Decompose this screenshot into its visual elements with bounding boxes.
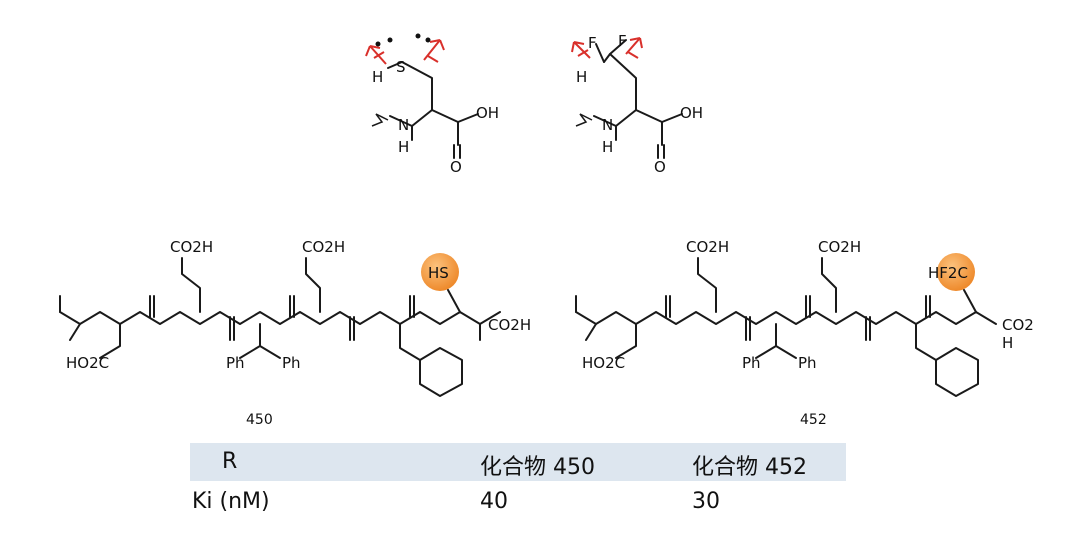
- atom-h: H: [576, 68, 587, 86]
- atom-oh: OH: [680, 104, 703, 122]
- table-header-450: 化合物 450: [480, 455, 595, 480]
- acid-bottom: HO2C: [582, 354, 625, 372]
- acid-top-2: CO2H: [818, 238, 861, 256]
- table-cell-450: 40: [480, 489, 508, 514]
- acid-bottom: HO2C: [66, 354, 109, 372]
- peptide-450: CO2H CO2H HO2C Ph Ph HS CO2H 450: [59, 238, 531, 428]
- terminal-h: H: [1002, 334, 1013, 352]
- highlight-ball: [937, 253, 975, 291]
- aryl-2: Ph: [282, 354, 301, 372]
- atom-f2: F: [618, 32, 627, 50]
- table-header-band: [190, 443, 846, 481]
- highlight-label: HF2C: [928, 264, 968, 282]
- highlight-ball: [421, 253, 459, 291]
- table-header-452: 化合物 452: [692, 455, 807, 480]
- atom-n: N: [602, 116, 613, 134]
- acid-top-1: CO2H: [686, 238, 729, 256]
- terminal-group: CO2H: [488, 316, 531, 334]
- table-row-label: Ki (nM): [192, 489, 270, 514]
- table-header-r: R: [222, 449, 238, 474]
- peptide-452: CO2H CO2H HO2C Ph Ph HF2C CO2 H 452: [575, 238, 1034, 428]
- atom-s: S: [396, 58, 406, 76]
- top-right-structure: F F H N H OH O: [571, 32, 703, 176]
- atom-nh: H: [398, 138, 409, 156]
- compound-label-452: 452: [800, 412, 827, 428]
- compound-label-450: 450: [246, 412, 273, 428]
- highlight-label: HS: [428, 264, 449, 282]
- atom-h: H: [372, 68, 383, 86]
- atom-o: O: [450, 158, 462, 176]
- table-cell-452: 30: [692, 489, 720, 514]
- aryl-2: Ph: [798, 354, 817, 372]
- top-left-structure: S H N H OH O: [365, 33, 499, 176]
- atom-oh: OH: [476, 104, 499, 122]
- atom-o: O: [654, 158, 666, 176]
- acid-top-2: CO2H: [302, 238, 345, 256]
- terminal-group: CO2: [1002, 316, 1034, 334]
- atom-nh: H: [602, 138, 613, 156]
- acid-top-1: CO2H: [170, 238, 213, 256]
- aryl-1: Ph: [226, 354, 245, 372]
- atom-n: N: [398, 116, 409, 134]
- aryl-1: Ph: [742, 354, 761, 372]
- atom-f1: F: [588, 34, 597, 52]
